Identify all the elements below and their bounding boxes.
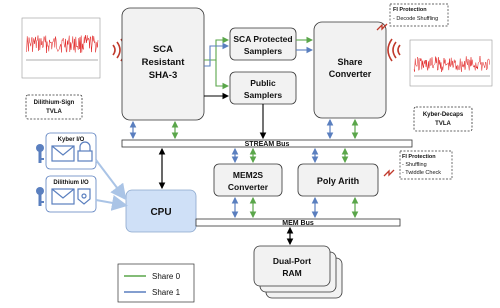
share-converter-label-1: Share [337,57,362,67]
legend-box [117,263,195,303]
stream-bus-label: STREAM Bus [245,141,290,148]
io-to-cpu-arrows [95,159,128,211]
dilithium-tvla-plot [21,17,101,79]
public-connections [158,92,294,246]
dilithium-tvla-label-2: TVLA [46,109,62,115]
sca-protected-samplers-label-1: SCA Protected [233,34,292,44]
sca-resistant-sha3-block [121,7,205,121]
share-converter-label-2: Converter [329,69,372,79]
fault-icon-top [376,23,388,31]
poly-arith-label: Poly Arith [317,176,359,186]
legend-share1-label: Share 1 [152,288,181,297]
fi-mid-title: FI Protection [402,154,436,160]
dilithium-io-label: Dilithium I/O [53,180,89,186]
mem2s-converter-block [213,163,283,197]
kyber-trace [413,55,490,73]
envelope-icon [51,145,75,162]
fault-icon-mid [383,169,395,177]
share1-connections [129,42,334,219]
mem-bus [195,218,401,227]
public-samplers-label-1: Public [250,78,276,88]
stream-bus [121,139,413,148]
cpu-block [125,189,197,233]
dilithium-io-group: Dilithium I/O [36,175,97,213]
ram-label-1: Dual-Port [273,256,311,266]
dilithium-tvla-label-1: Dilithium-Sign [34,100,75,106]
ram-label-2: RAM [282,268,301,278]
key-icon [36,187,44,206]
sca-resistant-label-3: SHA-3 [149,70,178,81]
kyber-tvla-label-2: TVLA [435,121,451,127]
sca-resistant-label-2: Resistant [142,57,186,68]
fi-top-title: FI Protection [393,7,427,13]
dilithium-trace [25,34,99,54]
cpu-label: CPU [150,207,171,218]
sca-protected-samplers-block [229,27,297,61]
certificate-icon [77,188,91,205]
kyber-tvla-label-1: Kyber-Decaps [423,112,464,118]
public-samplers-label-2: Samplers [244,90,283,100]
envelope-icon [51,188,75,205]
kyber-io-label: Kyber I/O [58,137,85,143]
fi-mid-item-1: - Shuffling [402,162,427,168]
kyber-io-group: Kyber I/O [36,132,97,170]
poly-arith-block [297,163,379,197]
lock-icon [77,141,93,162]
sca-protected-samplers-label-2: Samplers [244,46,283,56]
mem-bus-label: MEM Bus [282,220,314,227]
key-icon [36,144,44,163]
fi-protection-mid-box [399,150,453,180]
fi-top-item: - Decode Shuffling [393,16,438,22]
mem2s-label-2: Converter [228,182,269,192]
emission-icon-right [387,38,401,62]
mem2s-label-1: MEM2S [233,170,264,180]
share-converter-block [313,21,387,119]
kyber-tvla-plot [409,39,493,87]
legend-share0-label: Share 0 [152,272,181,281]
fi-protection-top-box [389,3,449,27]
dual-port-ram-stack [253,245,343,299]
sca-resistant-label-1: SCA [153,44,173,55]
fi-mid-item-2: - Twiddle Check [402,170,441,176]
